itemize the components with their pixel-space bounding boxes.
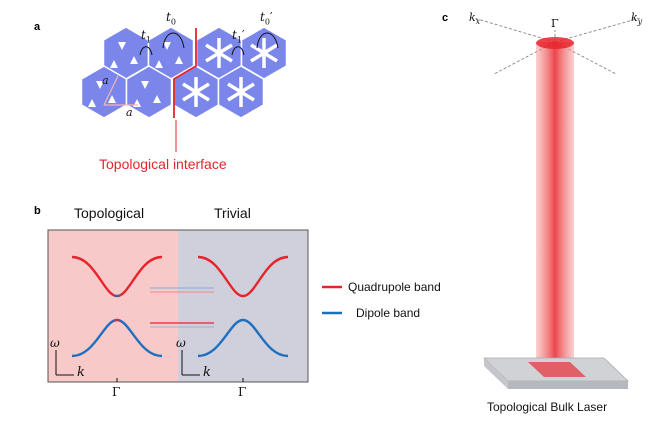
- lasing-region: [528, 362, 586, 377]
- trivial-holes: [182, 38, 278, 107]
- omega-label-left: ω: [50, 336, 60, 350]
- band-frame: [47, 229, 309, 383]
- lattice-constant-label-2: a: [126, 106, 133, 119]
- ky-axis: [554, 17, 641, 43]
- hexagonal-lattice: [80, 26, 288, 152]
- hopping-arrow-t0: [162, 32, 185, 49]
- beam-top: [536, 37, 574, 49]
- hop-label-t1-prime: t1′: [232, 28, 245, 45]
- trivial-title: Trivial: [214, 205, 251, 221]
- panel-letter-a: a: [34, 21, 41, 33]
- laser-caption: Topological Bulk Laser: [487, 400, 608, 414]
- band-diagram: [47, 229, 309, 383]
- topological-title: Topological: [74, 205, 145, 221]
- lattice-constant-label-1: a: [102, 74, 109, 87]
- hopping-arrow-t1p: [231, 46, 245, 56]
- topological-upper-band: [71, 255, 163, 298]
- axes-right: [181, 350, 200, 376]
- hopping-arrow-t0p: [256, 32, 279, 49]
- kx-axis: [473, 17, 556, 43]
- hop-label-t0: t0: [166, 10, 176, 27]
- trivial-upper-band: [197, 255, 289, 298]
- interface-caption: Topological interface: [99, 156, 227, 172]
- laser-illustration: [473, 17, 641, 389]
- panel-letter-c: c: [442, 12, 449, 24]
- kx-label: kx: [469, 11, 481, 27]
- chip-side: [508, 381, 628, 389]
- topological-holes: [88, 42, 183, 107]
- topological-lower-band: [71, 318, 163, 358]
- legend-label-quadrupole: Quadrupole band: [348, 280, 441, 294]
- trivial-region: [178, 230, 308, 382]
- topological-region: [48, 230, 178, 382]
- panel-letter-b: b: [34, 205, 41, 217]
- ky-label: ky: [631, 11, 643, 27]
- legend-label-dipole: Dipole band: [356, 306, 421, 320]
- laser-beam: [536, 42, 574, 364]
- chip-edge: [484, 358, 508, 389]
- hopping-arrow-t1: [139, 46, 153, 56]
- omega-label-right: ω: [176, 336, 186, 350]
- gamma-label: Γ: [551, 17, 559, 30]
- gamma-tick-label-left: Γ: [112, 385, 121, 399]
- trivial-lower-band: [197, 318, 289, 358]
- k-label-right: k: [203, 365, 211, 380]
- gamma-tick-label-right: Γ: [238, 385, 247, 399]
- interface-line: [173, 28, 197, 118]
- hop-label-t0-prime: t0′: [260, 10, 273, 27]
- k-label-left: k: [77, 365, 85, 380]
- axes-left: [55, 350, 74, 376]
- hop-label-t1: t1: [141, 28, 151, 45]
- lattice-vector-a1: [103, 75, 119, 106]
